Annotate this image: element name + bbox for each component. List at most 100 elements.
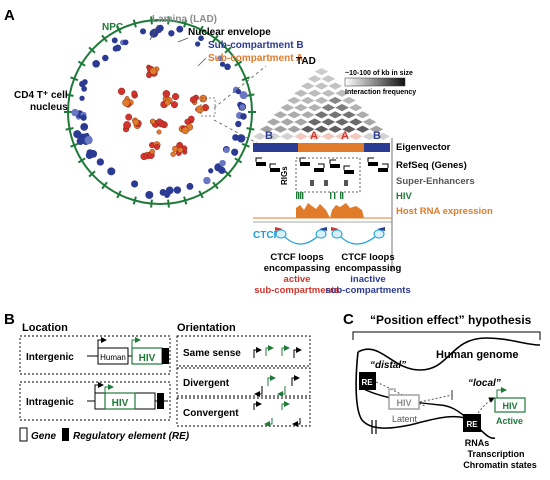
tad-heatmap	[253, 68, 390, 140]
hiv-track-label: HIV	[396, 191, 413, 202]
tad-cell	[294, 89, 308, 97]
eigenvector-label: Eigenvector	[396, 142, 451, 153]
tad-label: TAD	[296, 56, 316, 67]
chromatin-dot-b	[232, 134, 239, 141]
chromatin-dot-a	[162, 90, 171, 98]
genome-strand-top	[357, 337, 541, 371]
tad-cell	[280, 132, 295, 140]
tad-cell	[314, 96, 329, 105]
intergenic-box: Intergenic Human HIV	[19, 335, 171, 375]
gene-block	[270, 168, 280, 172]
npc-tick	[167, 199, 170, 208]
chromatin-dot-b	[96, 158, 104, 166]
super-enhancer-track	[310, 180, 348, 186]
chromatin-dot-b	[73, 130, 82, 139]
latent-label: Latent	[392, 414, 418, 424]
tad-cell	[362, 132, 377, 140]
npc-tick	[77, 60, 86, 67]
eigen-segment-b2	[364, 143, 390, 152]
tad-cell	[328, 82, 343, 90]
loops-active-1: CTCF loops	[270, 252, 323, 263]
chromatin-dot-b	[203, 176, 211, 185]
tad-cell	[294, 118, 308, 126]
npc-tick	[167, 16, 170, 25]
chromatin-dot-b	[81, 86, 87, 92]
orientation-header: Orientation	[177, 322, 236, 334]
tad-cell	[300, 96, 315, 105]
chromatin-dot-b	[79, 95, 85, 101]
chromatin-dot-b	[217, 55, 224, 62]
chromatin-dot-b	[139, 28, 147, 35]
host-rna-peaks	[296, 203, 364, 218]
chromatin-dot-b	[186, 182, 194, 190]
loops-inactive-3: inactive	[350, 274, 385, 285]
chromatin-dot-a	[172, 93, 180, 101]
chromatin-dot-b	[173, 186, 182, 194]
chromatin-dot-a	[132, 118, 140, 126]
hiv-site	[330, 192, 332, 199]
chromatin-dot-a	[123, 121, 131, 129]
compartment-b2: B	[373, 130, 381, 142]
chromatin-dot-b	[79, 80, 86, 88]
title-bracket	[352, 331, 541, 340]
npc-tick	[88, 46, 96, 54]
hiv-gene-label-2: HIV	[112, 398, 129, 409]
chromatin-dot-b	[107, 167, 116, 176]
gene-arrow	[299, 157, 306, 162]
chromatin-dot-a	[171, 101, 178, 109]
chromatin-dot-b	[80, 123, 89, 131]
sub-compartment-a-clusters	[117, 64, 210, 161]
tad-size-label: ~10-100 of kb in size	[345, 70, 413, 77]
nucleus-label-1: CD4 T⁺ cell	[14, 90, 68, 101]
tad-cell	[335, 118, 349, 126]
npc-tick	[150, 199, 153, 208]
npc-tick	[101, 34, 108, 43]
tad-cell	[321, 89, 336, 97]
distal-label: “distal”	[370, 360, 406, 371]
chromatin-dot-b	[219, 61, 226, 67]
npc-tick	[116, 25, 122, 34]
divergent-box: Divergent	[176, 367, 311, 397]
loops-active-4: sub-compartments	[254, 285, 340, 296]
gene-block	[344, 170, 354, 174]
tad-cell	[307, 118, 322, 126]
compartment-a2: A	[341, 130, 349, 142]
chromatin-dot-a	[131, 90, 138, 97]
chromatin-dot-b	[150, 28, 159, 37]
chromatin-dot-b	[168, 30, 175, 37]
eigen-segment-a2	[331, 143, 364, 152]
tad-cell	[280, 104, 295, 112]
convergent-box: Convergent	[176, 397, 311, 427]
envelope-pointer	[177, 37, 189, 43]
panel-b-letter: B	[4, 311, 15, 328]
loops-inactive-2: encompassing	[335, 263, 402, 274]
npc-tick	[234, 60, 243, 67]
local-re-box	[463, 414, 481, 432]
intragenic-label: Intragenic	[26, 397, 74, 408]
tad-cell	[335, 89, 349, 97]
chromatin-dot-b	[208, 168, 214, 174]
tad-cell	[294, 104, 308, 112]
distal-re-label: RE	[361, 378, 373, 387]
eigen-segment-b1	[253, 143, 298, 152]
location-header: Location	[22, 322, 68, 334]
chromatin-dot-a	[199, 94, 208, 103]
npc-tick	[224, 46, 232, 54]
tad-cell	[300, 111, 315, 119]
chromatin-dot-b	[240, 113, 247, 120]
re-legend-label: Regulatory element (RE)	[73, 431, 190, 442]
chromatin-dot-a	[184, 118, 191, 125]
chromatin-dot-b	[112, 45, 119, 52]
chromatin-dot-b	[145, 191, 154, 199]
compartment-b1: B	[265, 130, 273, 142]
chromatin-dot-a	[125, 113, 133, 121]
chromatin-dot-a	[164, 99, 171, 106]
npc-label: NPC	[102, 22, 123, 33]
chromatin-dot-b	[239, 104, 246, 110]
chromatin-dot-a	[149, 148, 155, 155]
npc-tick	[150, 16, 153, 25]
npc-ticks	[64, 16, 256, 208]
tad-cell	[280, 118, 295, 126]
hiv-site	[342, 192, 344, 199]
